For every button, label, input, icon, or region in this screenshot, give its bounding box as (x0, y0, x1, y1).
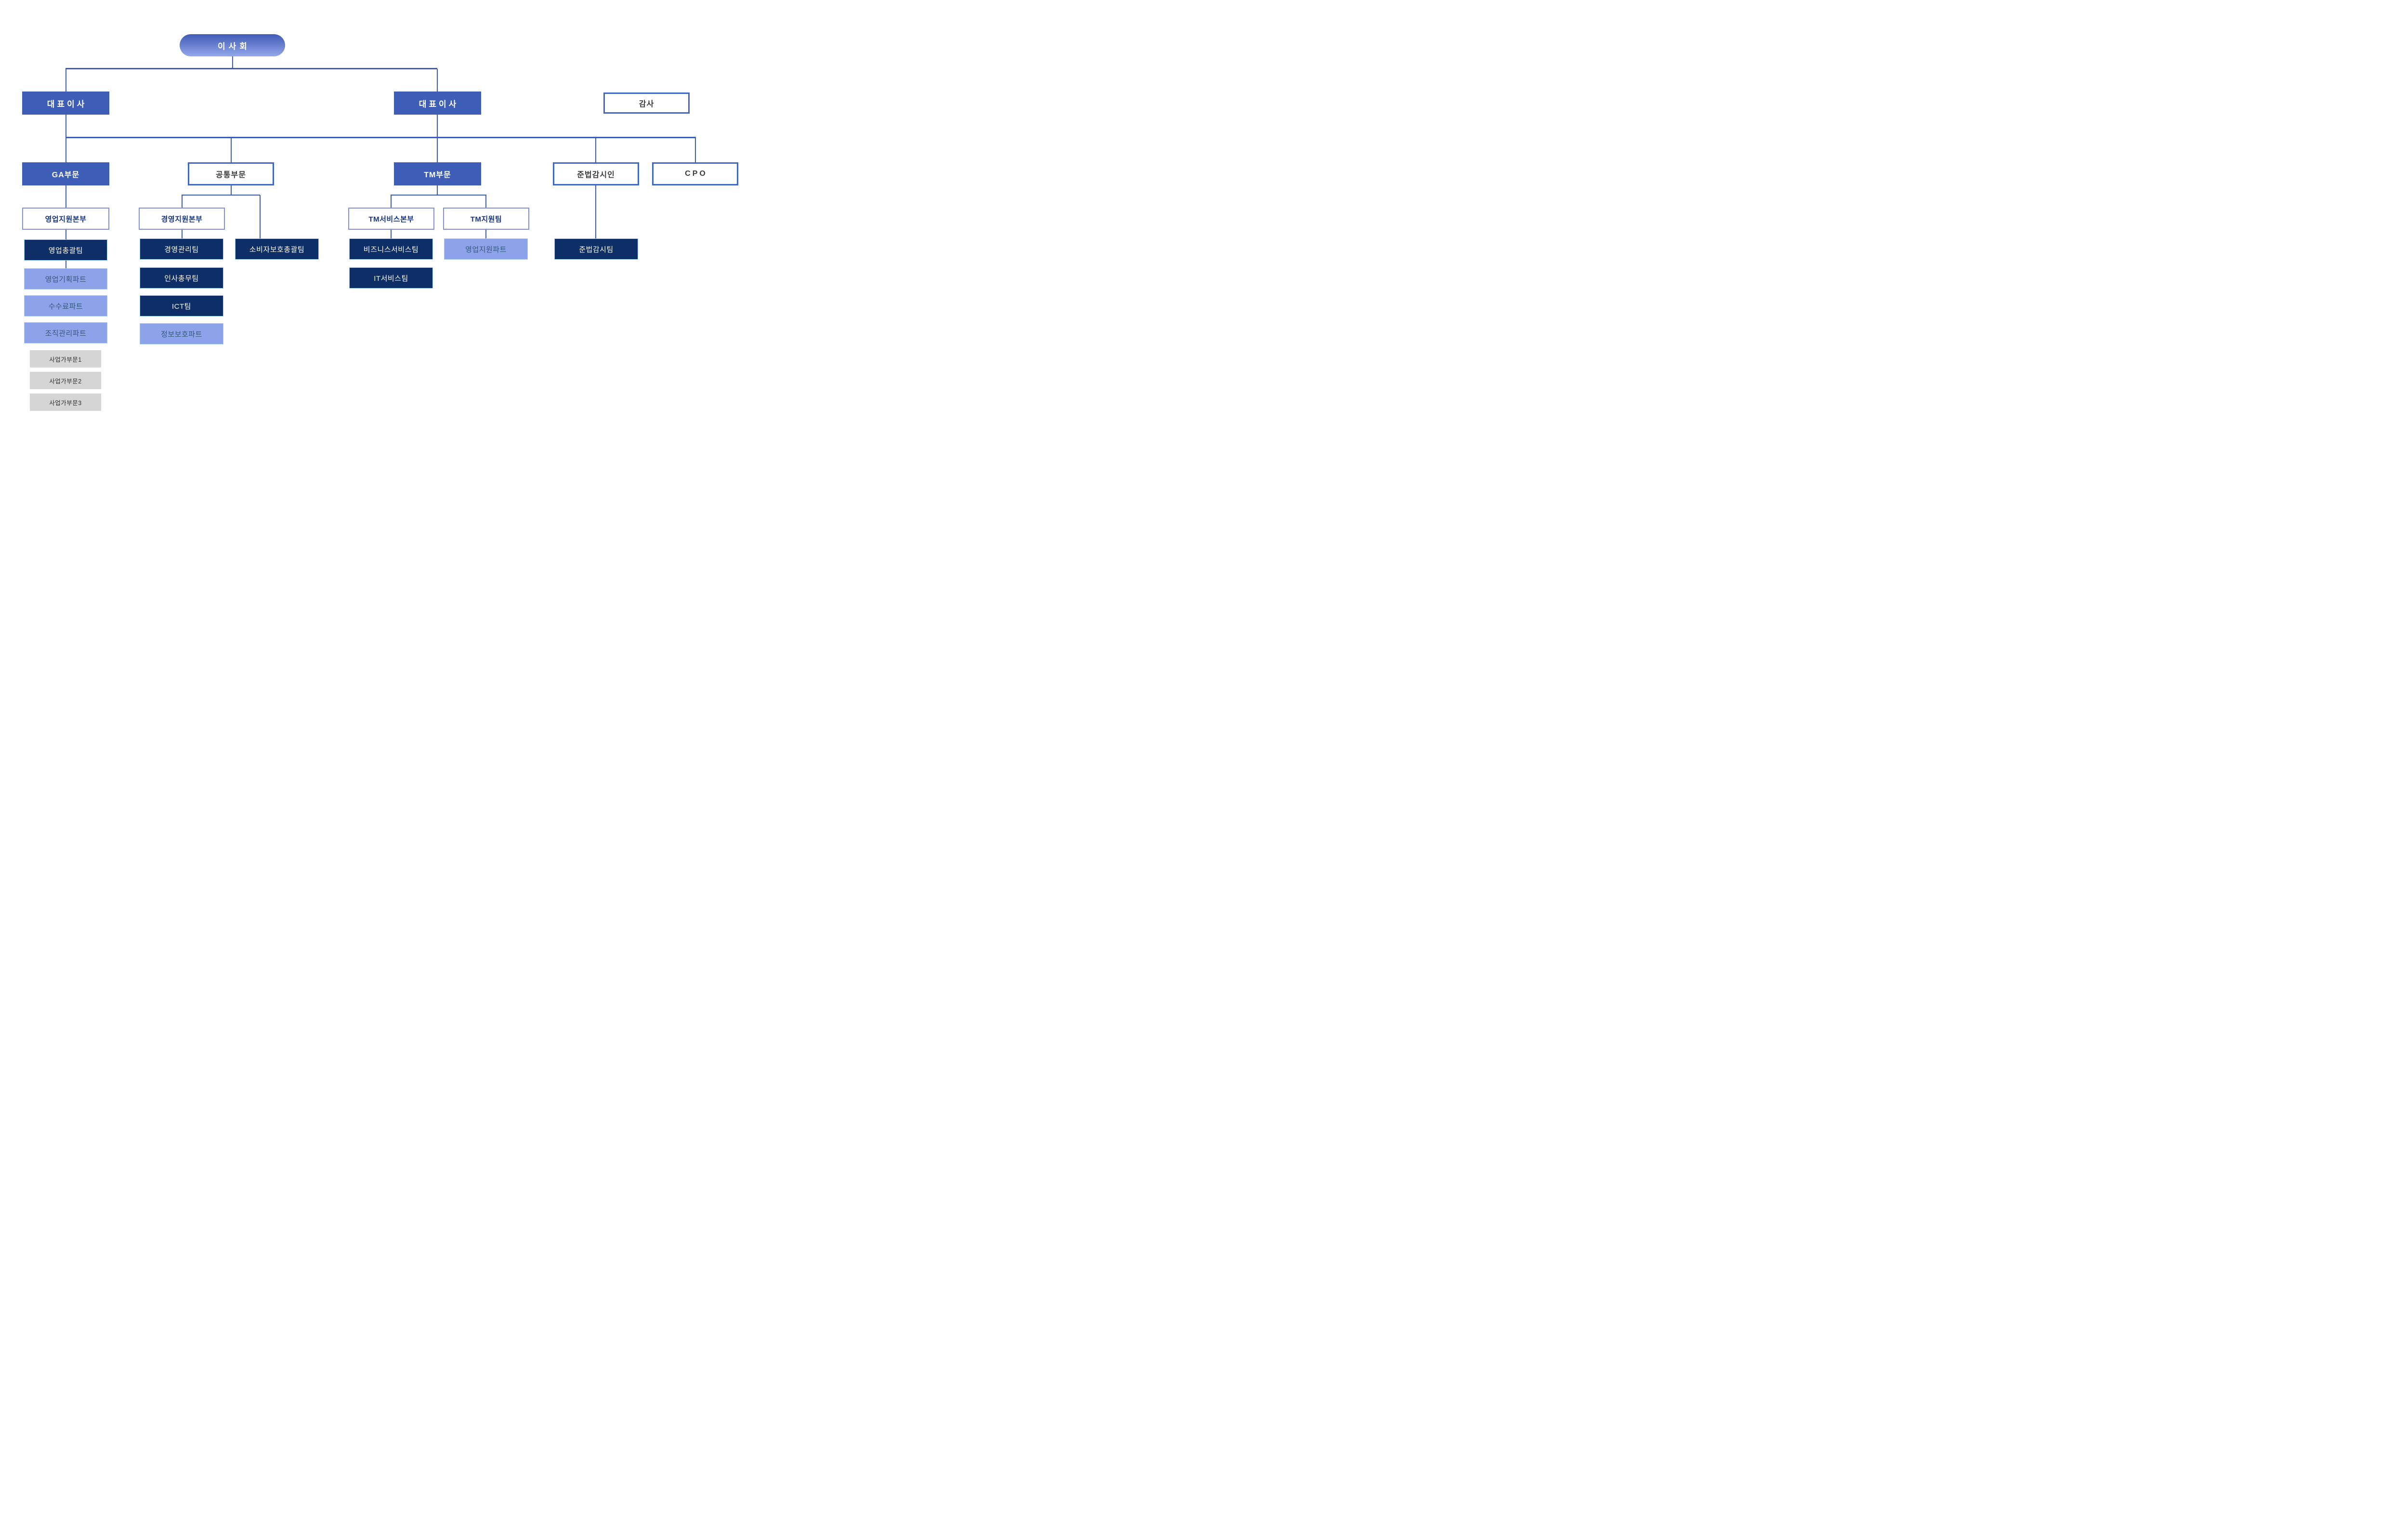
connector-common-drop (231, 138, 232, 162)
org-node-info-security-part: 정보보호파트 (140, 323, 223, 344)
org-node-business-service-team: 비즈니스서비스팀 (349, 238, 433, 260)
connector-team-part (65, 261, 66, 268)
org-node-biz-unit-3: 사업가부문3 (30, 394, 101, 411)
org-node-biz-unit-2: 사업가부문2 (30, 372, 101, 389)
org-node-ict-team: ICT팀 (140, 295, 223, 316)
org-node-ga-division: GA부문 (22, 162, 109, 185)
connector-tm-down (437, 185, 438, 196)
org-node-it-service-team: IT서비스팀 (349, 267, 433, 289)
org-node-tm-division: TM부문 (394, 162, 481, 185)
org-node-consumer-protection-team: 소비자보호총괄팀 (235, 238, 319, 260)
org-node-mgmt-support-hq: 경영지원본부 (139, 208, 225, 230)
connector-tm-service-drop (391, 195, 392, 208)
org-node-org-mgmt-part: 조직관리파트 (24, 322, 107, 343)
connector-ceo-right-up (437, 69, 438, 92)
org-node-fee-part: 수수료파트 (24, 295, 107, 316)
connector-ceo-right-down (437, 115, 438, 162)
org-node-common-division: 공통부문 (188, 162, 274, 185)
connector-cpo-drop (695, 138, 696, 162)
connector-common-down (231, 185, 232, 196)
connector-hq-team (65, 230, 66, 239)
connector-ceo-splitter (65, 68, 437, 69)
org-node-sales-general-team: 영업총괄팀 (24, 239, 107, 261)
org-node-auditor: 감사 (603, 92, 690, 114)
org-node-sales-support-hq: 영업지원본부 (22, 208, 109, 230)
connector-ga-hq (65, 185, 66, 208)
org-node-mgmt-admin-team: 경영관리팀 (140, 238, 223, 260)
org-node-ceo-right: 대표이사 (394, 92, 481, 115)
connector-tm-splitter (391, 195, 486, 196)
org-node-ceo-left: 대표이사 (22, 92, 109, 115)
org-node-cpo: CPO (652, 162, 738, 185)
org-node-hr-general-team: 인사총무팀 (140, 267, 223, 289)
connector-ceo-left-up (65, 69, 66, 92)
connector-consumer-drop (260, 195, 261, 238)
connector-board-down (232, 56, 233, 69)
connector-compliance-team (595, 185, 596, 238)
org-chart: 이사회 대표이사 대표이사 감사 GA부문 공통부문 TM부문 준법감시인 CP… (0, 0, 755, 420)
org-node-tm-support-team: TM지원팀 (443, 208, 529, 230)
org-node-tm-service-hq: TM서비스본부 (348, 208, 434, 230)
connector-tm-support-part (485, 230, 486, 238)
org-node-sales-planning-part: 영업기획파트 (24, 268, 107, 289)
connector-ceo-left-down (65, 115, 66, 162)
connector-compliance-drop (595, 138, 596, 162)
org-node-compliance-officer: 준법감시인 (553, 162, 639, 185)
connector-division-splitter (65, 137, 696, 138)
org-node-sales-support-part: 영업지원파트 (444, 238, 528, 260)
connector-tm-support-drop (485, 195, 486, 208)
org-node-biz-unit-1: 사업가부문1 (30, 350, 101, 368)
connector-common-splitter (182, 195, 260, 196)
connector-mgmt-hq-drop (182, 195, 183, 208)
org-node-compliance-team: 준법감시팀 (554, 238, 638, 260)
connector-mgmt-hq-team (182, 230, 183, 238)
connector-tm-service-team (391, 230, 392, 238)
org-node-board: 이사회 (180, 34, 285, 56)
